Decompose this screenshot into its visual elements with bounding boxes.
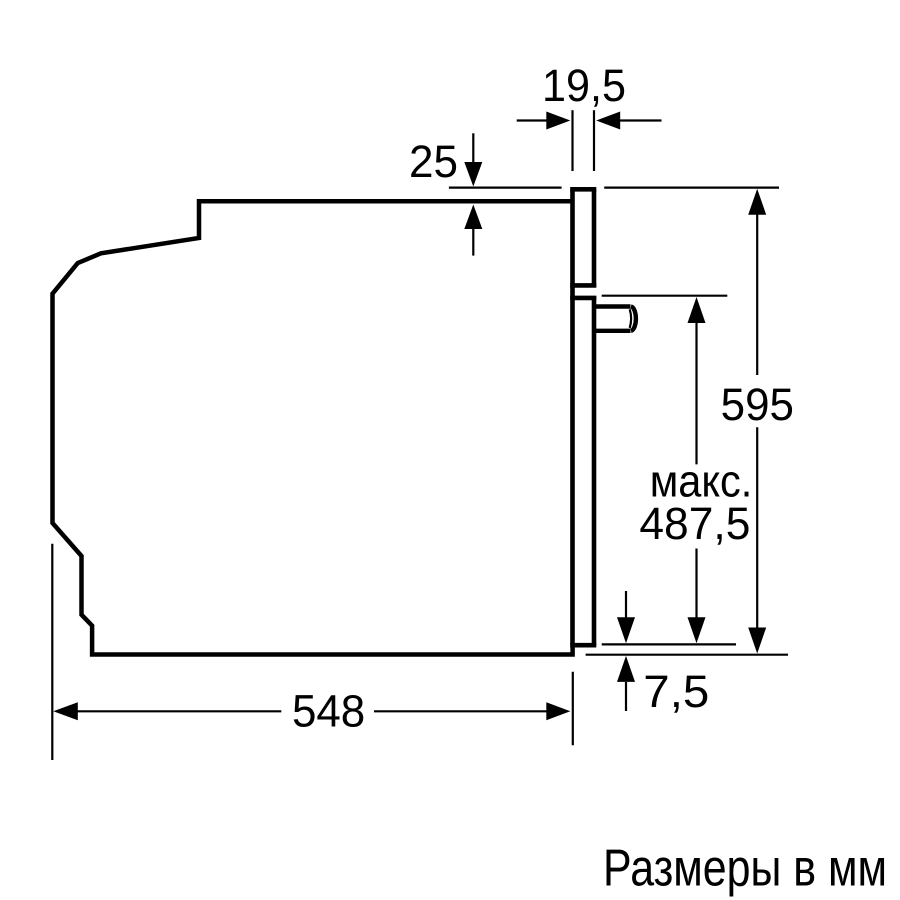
svg-text:548: 548 (292, 685, 365, 736)
svg-text:25: 25 (409, 136, 458, 187)
svg-text:19,5: 19,5 (542, 60, 626, 111)
svg-text:487,5: 487,5 (639, 498, 750, 549)
svg-text:7,5: 7,5 (643, 666, 709, 717)
svg-text:595: 595 (721, 379, 794, 430)
svg-text:макс.: макс. (650, 455, 753, 506)
svg-text:Размеры в мм: Размеры в мм (603, 840, 887, 898)
